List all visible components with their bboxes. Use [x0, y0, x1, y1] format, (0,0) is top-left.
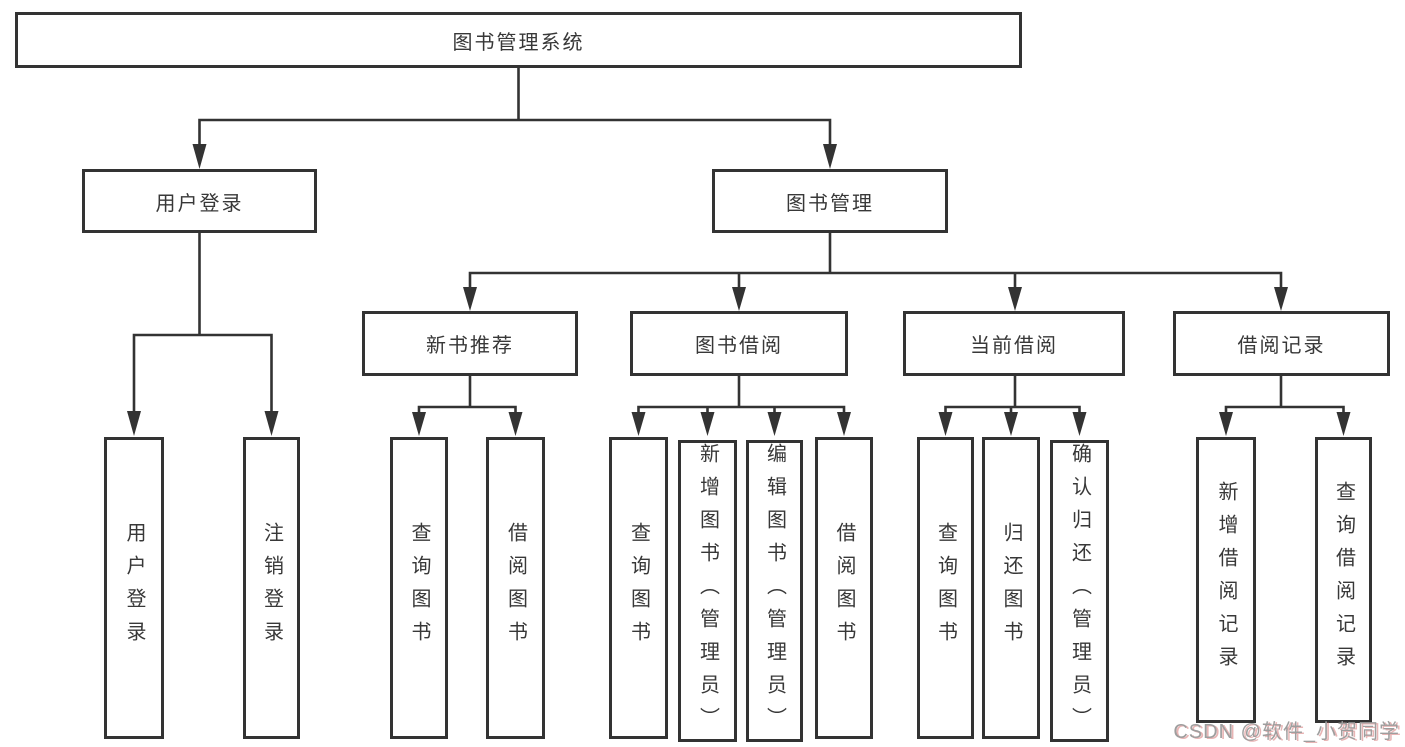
- node-leaf-add-borrow-record: 新增借阅记录: [1196, 437, 1256, 723]
- node-leaf-query-books-3: 查询图书: [917, 437, 974, 739]
- node-label: 图书管理: [786, 192, 874, 215]
- node-leaf-borrow-books-2: 借阅图书: [815, 437, 873, 739]
- node-leaf-query-borrow-record: 查询借阅记录: [1315, 437, 1372, 723]
- node-label: 新增图书（管理员）: [696, 442, 719, 740]
- node-library-management-system: 图书管理系统: [15, 12, 1022, 68]
- node-user-login: 用户登录: [82, 169, 317, 233]
- node-leaf-user-login: 用户登录: [104, 437, 164, 739]
- node-label: 图书借阅: [695, 335, 783, 357]
- node-label: 新书推荐: [426, 335, 514, 357]
- node-leaf-return-books: 归还图书: [982, 437, 1040, 739]
- node-book-borrowing: 图书借阅: [630, 311, 848, 376]
- arrowhead-icons: [127, 144, 1351, 436]
- node-borrowing-records: 借阅记录: [1173, 311, 1390, 376]
- node-label: 查询图书: [627, 522, 650, 654]
- node-leaf-query-books-1: 查询图书: [390, 437, 448, 739]
- node-label: 编辑图书（管理员）: [763, 442, 786, 740]
- node-leaf-logout: 注销登录: [243, 437, 300, 739]
- node-label: 确认归还（管理员）: [1068, 442, 1091, 740]
- node-label: 查询借阅记录: [1332, 481, 1355, 679]
- node-current-borrowing: 当前借阅: [903, 311, 1125, 376]
- node-label: 图书管理系统: [452, 31, 585, 54]
- node-book-management: 图书管理: [712, 169, 948, 233]
- node-label: 归还图书: [1000, 522, 1022, 654]
- node-label: 借阅图书: [504, 522, 527, 654]
- node-label: 注销登录: [260, 522, 283, 654]
- csdn-watermark: CSDN @软件_小贺同学: [1173, 721, 1400, 743]
- node-new-book-recommendation: 新书推荐: [362, 311, 578, 376]
- node-leaf-add-books-admin: 新增图书（管理员）: [678, 440, 737, 742]
- node-label: 当前借阅: [970, 335, 1058, 357]
- node-label: 借阅记录: [1237, 335, 1326, 357]
- node-label: 用户登录: [123, 522, 145, 654]
- node-leaf-edit-books-admin: 编辑图书（管理员）: [746, 440, 803, 742]
- node-leaf-confirm-return-admin: 确认归还（管理员）: [1050, 440, 1109, 742]
- node-label: 借阅图书: [833, 522, 855, 654]
- node-label: 查询图书: [408, 522, 430, 654]
- node-label: 用户登录: [155, 192, 244, 215]
- node-label: 查询图书: [934, 522, 957, 654]
- node-leaf-borrow-books-1: 借阅图书: [486, 437, 545, 739]
- node-label: 新增借阅记录: [1215, 481, 1237, 679]
- node-leaf-query-books-2: 查询图书: [609, 437, 668, 739]
